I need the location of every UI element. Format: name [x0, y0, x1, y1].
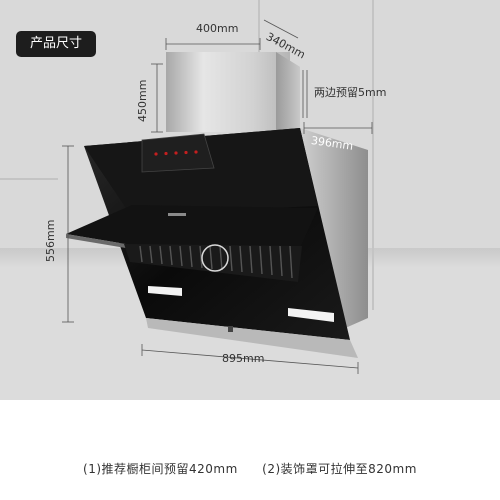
product-size-badge: 产品尺寸 [16, 31, 96, 57]
dim-body-height: 556mm [44, 219, 57, 262]
note-cabinet-gap: (1)推荐橱柜间预留420mm [83, 462, 238, 476]
dim-side-clearance: 两边预留5mm [314, 86, 387, 99]
dimension-lines [62, 19, 373, 374]
fan-grille [124, 244, 302, 282]
installation-notes: (1)推荐橱柜间预留420mm (2)装饰罩可拉伸至820mm [0, 460, 500, 477]
dim-chimney-width: 400mm [196, 22, 239, 35]
cabinet-edge [372, 0, 374, 310]
note-cover-extension: (2)装饰罩可拉伸至820mm [262, 462, 417, 476]
range-hood-illustration [62, 19, 373, 374]
light-strips [148, 286, 334, 322]
control-panel [141, 133, 215, 173]
chimney [166, 52, 300, 132]
cabinet-edge [0, 178, 58, 180]
dim-body-width: 895mm [222, 352, 265, 365]
product-scene: 产品尺寸 400mm 340mm 450mm 两边预留5mm 396mm 556… [0, 0, 500, 400]
dim-chimney-height: 450mm [136, 79, 149, 122]
